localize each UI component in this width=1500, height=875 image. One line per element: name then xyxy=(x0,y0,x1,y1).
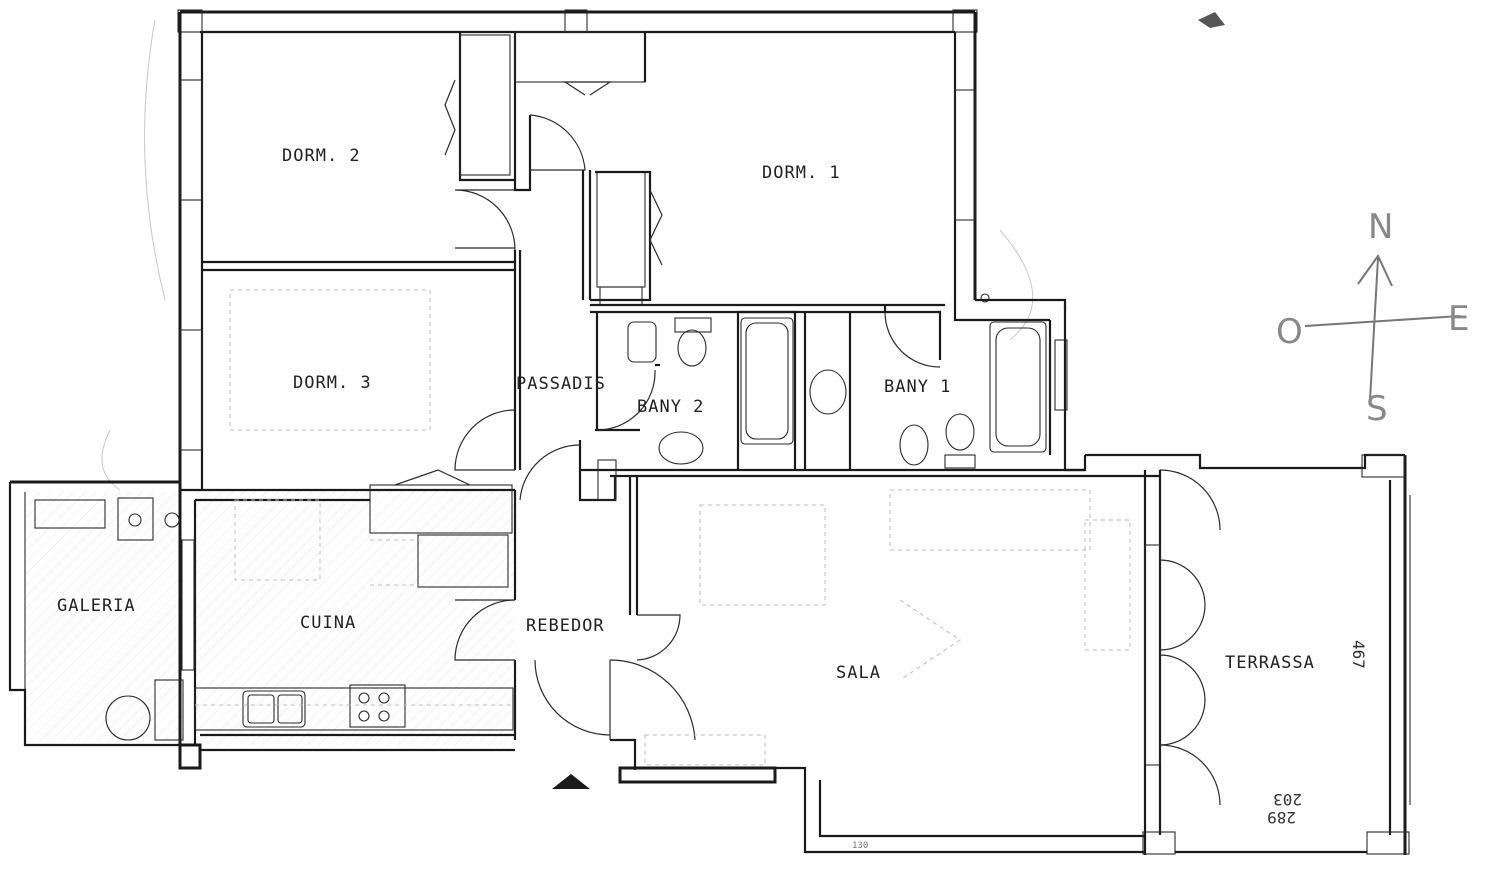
background-guides xyxy=(101,19,1034,491)
faint-furniture xyxy=(229,289,1131,766)
terrassa-dimension-b: 289 xyxy=(1267,808,1296,827)
room-label-rebedor: REBEDOR xyxy=(526,616,605,636)
compass-south: S xyxy=(1366,389,1388,429)
terrassa-dimension-a: 203 xyxy=(1273,790,1302,809)
room-label-dorm3: DORM. 3 xyxy=(293,373,372,393)
scan-mark xyxy=(1198,12,1225,28)
compass-east: E xyxy=(1448,299,1469,339)
room-label-bany1: BANY 1 xyxy=(884,377,951,397)
compass-rose-icon: N S E O xyxy=(1276,207,1469,429)
room-label-galeria: GALERIA xyxy=(57,596,136,616)
doors xyxy=(394,79,1221,806)
room-label-passadis: PASSADIS xyxy=(516,374,606,394)
room-label-sala: SALA xyxy=(836,663,881,683)
room-labels: DORM. 2 DORM. 1 DORM. 3 PASSADIS BANY 2 … xyxy=(57,146,1315,683)
terrassa-side-dimension: 467 xyxy=(1349,640,1368,669)
dimension-annotations: 467 203 289 130 xyxy=(852,640,1368,851)
room-label-bany2: BANY 2 xyxy=(637,397,704,417)
entrance-arrow-icon xyxy=(552,774,590,789)
room-label-cuina: CUINA xyxy=(300,613,356,633)
compass-west: O xyxy=(1276,312,1303,352)
room-label-dorm2: DORM. 2 xyxy=(282,146,361,166)
sala-bottom-dimension: 130 xyxy=(852,841,868,851)
room-label-dorm1: DORM. 1 xyxy=(762,163,841,183)
compass-north: N xyxy=(1368,207,1393,247)
interior-walls xyxy=(178,31,1411,855)
outer-walls xyxy=(8,9,1176,855)
room-label-terrassa: TERRASSA xyxy=(1225,653,1315,673)
fixtures xyxy=(34,317,1047,741)
